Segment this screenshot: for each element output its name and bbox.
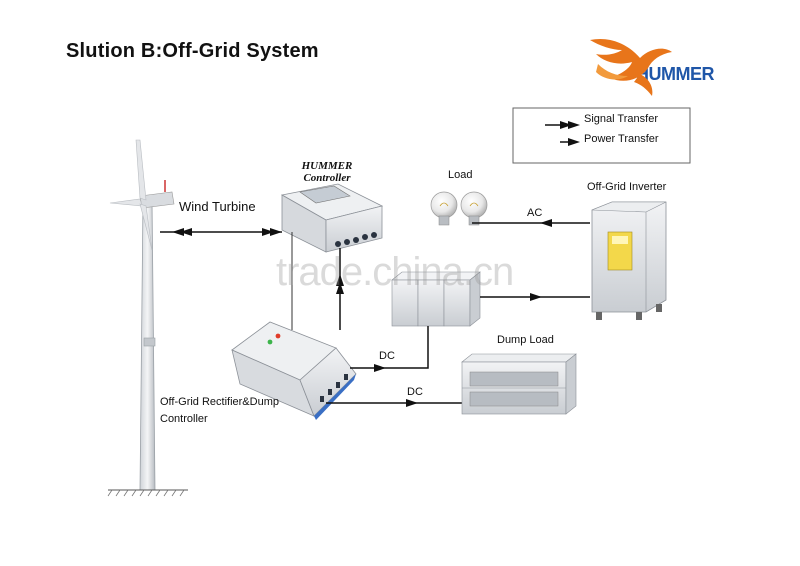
inverter-label: Off-Grid Inverter — [587, 181, 667, 193]
dump-load-icon — [461, 353, 577, 415]
load-label: Load — [448, 169, 473, 181]
ac-label: AC — [527, 207, 543, 219]
wind-turbine-icon — [107, 139, 188, 497]
battery-inverter-power-arrow-icon — [480, 293, 590, 301]
dc-dump-load-power-arrow-icon — [326, 399, 468, 407]
legend-power-arrow-icon — [560, 138, 580, 146]
ac-power-arrow-icon — [472, 219, 590, 227]
load-bulbs-icon — [430, 191, 488, 226]
rectifier-controller-signal-arrow-icon — [336, 262, 344, 330]
controller-name-label: Controller — [303, 172, 351, 184]
off-grid-inverter-icon — [591, 201, 667, 320]
dump-load-label: Dump Load — [497, 334, 554, 346]
dc-label-battery: DC — [379, 350, 395, 362]
page-title: Slution B:Off-Grid System — [66, 40, 319, 62]
legend-power-label: Power Transfer — [584, 133, 659, 145]
turbine-controller-signal-arrow-icon — [160, 228, 282, 236]
dc-battery-power-arrow-icon — [350, 326, 429, 372]
battery-bank-icon — [391, 271, 481, 327]
brand-name: HUMMER — [636, 64, 715, 84]
rectifier-label-line1: Off-Grid Rectifier&Dump — [160, 396, 279, 408]
wind-turbine-label: Wind Turbine — [179, 199, 256, 214]
hummer-bird-logo-icon — [590, 38, 672, 96]
dc-label-dump: DC — [407, 386, 423, 398]
hummer-controller-icon — [280, 183, 384, 253]
rectifier-dump-controller-icon — [231, 321, 357, 420]
legend-signal-label: Signal Transfer — [584, 113, 658, 125]
legend-box — [512, 107, 691, 164]
controller-label: HUMMER Controller — [299, 160, 355, 184]
legend-signal-arrow-icon — [545, 121, 580, 129]
rectifier-label-line2: Controller — [160, 413, 208, 425]
controller-brand-label: HUMMER — [301, 160, 353, 172]
watermark: trade.china.cn — [276, 250, 514, 294]
